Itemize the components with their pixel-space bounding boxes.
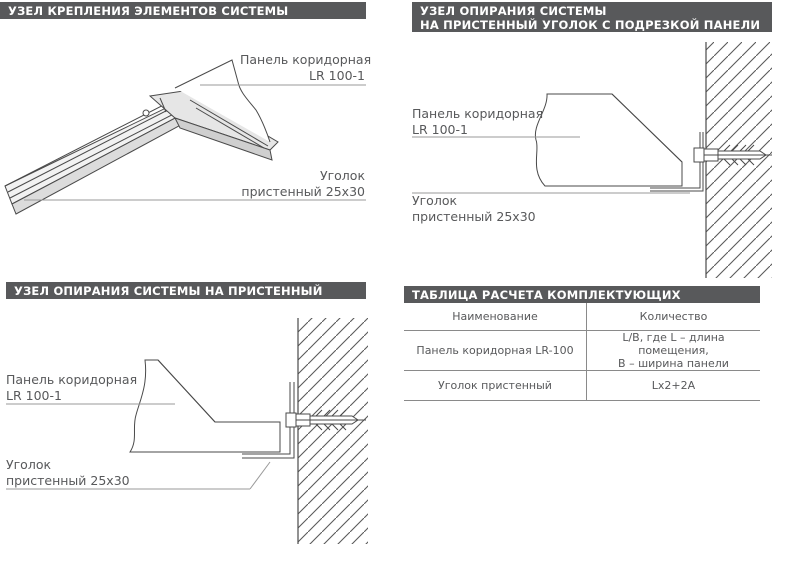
label-panel-top-right: Панель коридорная LR 100-1 [412,106,543,138]
label-line: Уголок [319,168,365,183]
label-line: Панель коридорная [412,106,544,121]
label-line: LR 100-1 [309,68,365,83]
dowel-icon [703,144,772,166]
rail-assembly-drawing [4,59,366,215]
table-cell-qty: L/B, где L – длина помещения, B – ширина… [586,330,760,371]
label-angle-top-left: Уголок пристенный 25х30 [240,168,365,200]
section-header-mount-node: УЗЕЛ КРЕПЛЕНИЯ ЭЛЕМЕНТОВ СИСТЕМЫ [0,2,366,19]
table-cell-line: B – ширина панели [618,357,729,370]
section-header-support-node: УЗЕЛ ОПИРАНИЯ СИСТЕМЫ НА ПРИСТЕННЫЙ УГОЛ… [6,282,366,312]
label-angle-top-right: Уголок пристенный 25х30 [412,193,536,225]
section-header-line2: НА ПРИСТЕННЫЙ УГОЛОК С ПОДРЕЗКОЙ ПАНЕЛИ [420,18,761,32]
label-line: пристенный 25х30 [6,473,130,488]
table-header-name: Наименование [404,303,587,331]
label-line: Панель коридорная [6,372,138,387]
table-header-row: Наименование Количество [404,303,760,331]
label-line: Панель коридорная [240,52,372,67]
table-cell-line: L/B, где L – длина помещения, [622,331,725,357]
label-angle-bottom-left: Уголок пристенный 25х30 [6,457,130,489]
label-line: Уголок [412,193,458,208]
section-header-cut-panel-node: УЗЕЛ ОПИРАНИЯ СИСТЕМЫ НА ПРИСТЕННЫЙ УГОЛ… [412,2,772,32]
label-line: пристенный 25х30 [412,209,536,224]
table-cell-name: Панель коридорная LR-100 [404,330,587,371]
label-line: пристенный 25х30 [241,184,365,199]
table-header-qty: Количество [586,303,760,331]
cut-panel-drawing [412,42,772,278]
components-table: Наименование Количество Панель коридорна… [404,303,760,401]
table-row: Уголок пристенный Lx2+2A [404,370,760,401]
table-cell-name: Уголок пристенный [404,370,587,401]
section-header-line1: УЗЕЛ ОПИРАНИЯ СИСТЕМЫ [420,4,607,18]
table-cell-qty: Lx2+2A [586,370,760,401]
dowel-icon [295,409,366,431]
section-header-table: ТАБЛИЦА РАСЧЕТА КОМПЛЕКТУЮЩИХ [404,286,760,303]
label-panel-bottom-left: Панель коридорная LR 100-1 [6,372,137,404]
label-panel-top-left: Панель коридорная LR 100-1 [240,52,372,84]
table-row: Панель коридорная LR-100 L/B, где L – дл… [404,330,760,371]
label-line: Уголок [6,457,52,472]
support-panel-drawing [6,318,368,544]
label-line: LR 100-1 [6,388,62,403]
label-line: LR 100-1 [412,122,468,137]
